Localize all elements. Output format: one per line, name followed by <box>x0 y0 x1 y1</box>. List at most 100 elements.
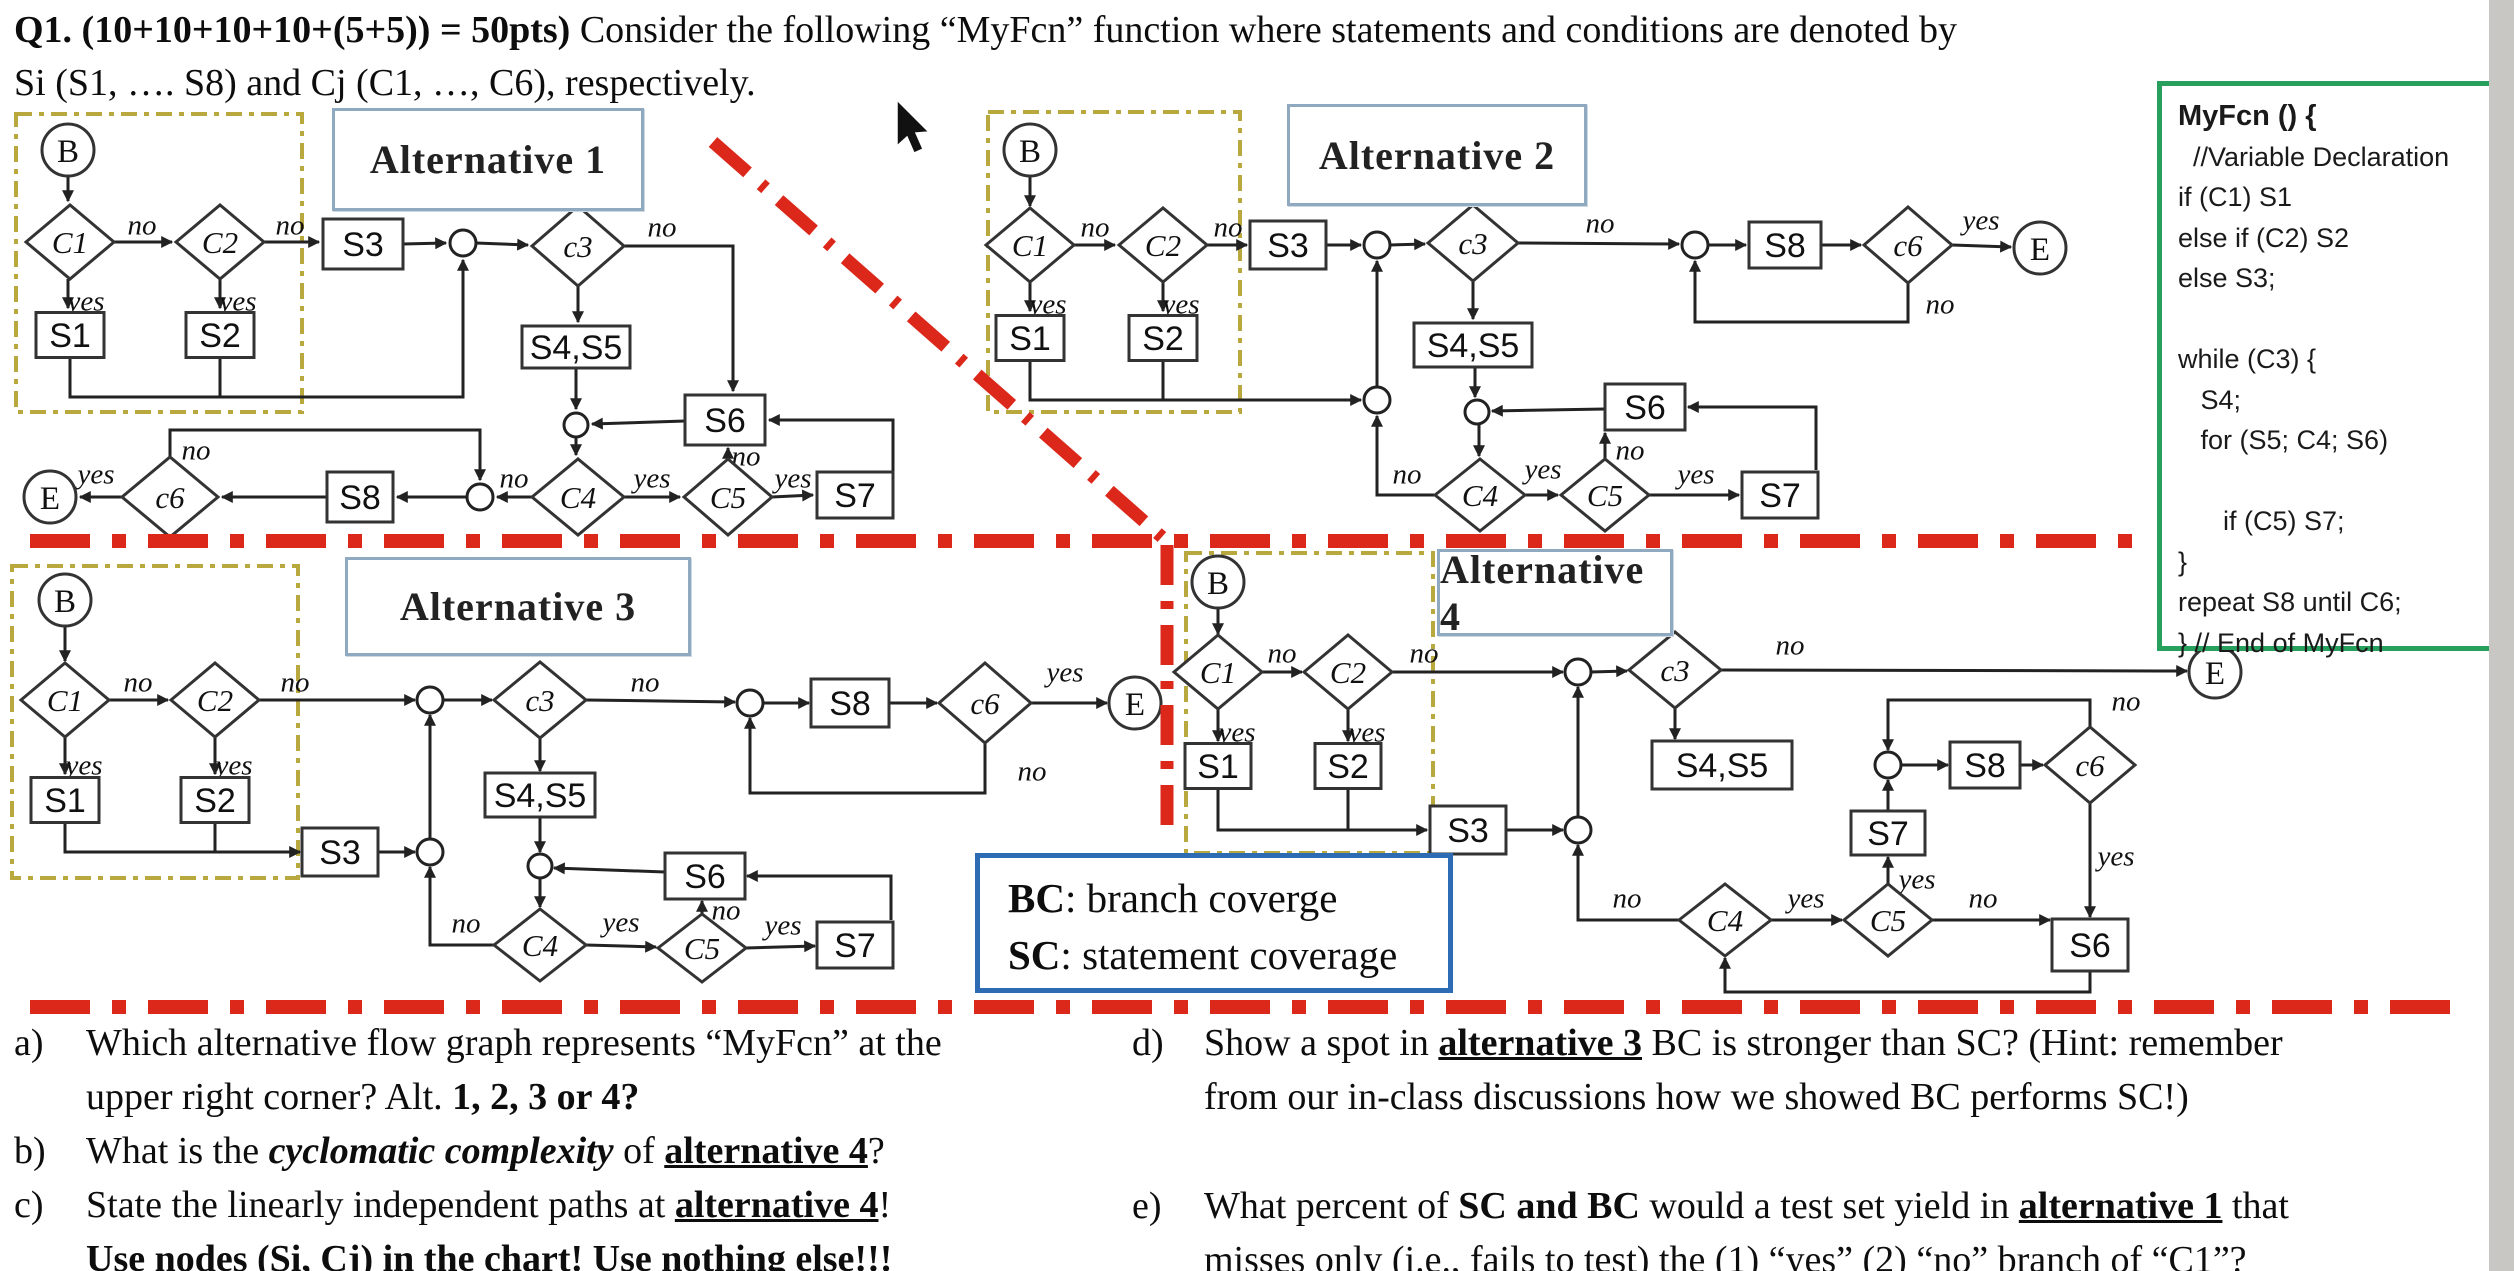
alt1-edge-label-no: no <box>648 211 677 243</box>
alt1-node-S3: S3 <box>321 217 405 271</box>
node-label: C5 <box>1587 478 1623 513</box>
decision-diamond-icon <box>983 206 1077 284</box>
process-box-icon <box>29 776 101 824</box>
question-label: c) <box>14 1184 44 1226</box>
process-box-icon <box>483 771 597 819</box>
alt2-node-C5: C5 <box>1558 457 1652 533</box>
alt2-node-j1 <box>1362 230 1392 260</box>
node-label: C4 <box>560 480 596 515</box>
node-label: c3 <box>1660 653 1689 688</box>
alt1-edge-18 <box>767 414 895 485</box>
questions-left-column: a)Which alternative flow graph represent… <box>14 1016 1109 1271</box>
alt4-edge-12 <box>1572 843 1679 922</box>
question-text: Show a spot in alternative 3 BC is stron… <box>1204 1016 2482 1124</box>
alt4-edge-21 <box>1719 956 2092 994</box>
decision-diamond-icon <box>1861 205 1955 285</box>
alt3-node-E: E <box>1107 675 1163 731</box>
alt2-node-j0 <box>1362 385 1392 415</box>
text-run: would a test set yield in <box>1639 1185 2019 1227</box>
code-line: } <box>2178 546 2188 577</box>
alt1-edge-5 <box>68 258 469 399</box>
junction-node-icon <box>448 228 478 258</box>
process-box-icon <box>1313 742 1383 790</box>
node-label: S7 <box>834 927 876 965</box>
begin-node-icon <box>1002 122 1058 178</box>
legend-line-bc: BC: branch coverge <box>1008 870 1448 927</box>
alt2-node-j4 <box>1680 230 1710 260</box>
node-label: C1 <box>1200 655 1236 690</box>
text-run: : statement coverage <box>1060 932 1398 978</box>
text-run: misses <box>1204 1239 1315 1271</box>
alt3-node-S1: S1 <box>29 776 101 824</box>
question-item-c: c) State the linearly independent paths a… <box>14 1178 1109 1271</box>
node-label: C4 <box>522 928 558 963</box>
alt1-node-j3 <box>465 482 495 512</box>
text-run: only <box>1314 1239 1383 1271</box>
question-label: a) <box>14 1022 44 1064</box>
decision-diamond-icon <box>173 203 267 281</box>
alt1-edge-label-no: no <box>128 209 157 241</box>
alt1-edge-label-no: no <box>182 434 211 466</box>
decision-diamond-icon <box>1841 882 1935 958</box>
node-label: S1 <box>44 782 86 820</box>
node-label: S4,S5 <box>494 777 587 815</box>
alt2-edge-label-no: no <box>1616 434 1645 466</box>
process-box-icon <box>1412 321 1534 369</box>
alt3-edge-5 <box>63 823 302 858</box>
process-box-icon <box>683 393 767 447</box>
alt1-edge-12 <box>590 417 686 430</box>
question-label: e) <box>1132 1185 1162 1227</box>
alt2-node-S2: S2 <box>1127 314 1199 362</box>
process-box-icon <box>1603 382 1687 432</box>
junction-node-icon <box>1563 657 1593 687</box>
alt2-edge-15 <box>1371 414 1435 497</box>
node-label: S3 <box>1447 812 1489 850</box>
node-label: S6 <box>704 402 746 440</box>
begin-node-icon <box>40 122 96 178</box>
code-line: //Variable Declaration <box>2178 141 2450 172</box>
alt1-edge-label-no: no <box>500 462 529 494</box>
process-box-icon <box>815 920 895 970</box>
coverage-legend-box: BC: branch coverge SC: statement coverag… <box>975 853 1453 993</box>
decision-diamond-icon <box>491 907 589 983</box>
alternative-4-title: Alternative 4 <box>1437 547 1673 639</box>
screen-right-edge <box>2489 0 2514 1271</box>
header-line2: Si (S1, …. S8) and Cj (C1, …, C6), respe… <box>14 62 756 104</box>
decision-diamond-icon <box>1116 206 1210 284</box>
alternative-2-title: Alternative 2 <box>1287 104 1587 206</box>
process-box-icon <box>1747 220 1823 270</box>
question-item-d: d)Show a spot in alternative 3 BC is str… <box>1132 1016 2482 1124</box>
code-line <box>2178 299 2501 340</box>
alt4-edge-19 <box>1882 698 2092 752</box>
node-label: S2 <box>1327 748 1369 786</box>
node-label: S4,S5 <box>530 329 623 367</box>
decision-diamond-icon <box>1676 882 1774 958</box>
text-run: State the linearly independent paths at <box>86 1184 675 1226</box>
alt3-node-S2: S2 <box>179 776 251 824</box>
junction-node-icon <box>1362 230 1392 260</box>
code-line: else S3; <box>2178 263 2276 293</box>
process-box-icon <box>663 851 747 901</box>
alt3-edge-16 <box>585 940 658 953</box>
text-run: SC <box>1008 932 1061 978</box>
alternative-1-title: Alternative 1 <box>332 108 644 211</box>
node-label: C1 <box>47 683 83 718</box>
alt4-edge-label-yes: yes <box>1784 882 1824 914</box>
alt4-edge-label-no: no <box>1410 637 1439 669</box>
junction-node-icon <box>1563 815 1593 845</box>
code-line: repeat S8 until C6; <box>2178 587 2402 617</box>
junction-node-icon <box>1680 230 1710 260</box>
alt1-node-C4: C4 <box>529 457 627 537</box>
alt4-edge-label-yes: yes <box>2094 840 2134 872</box>
node-label: C5 <box>1870 903 1906 938</box>
question-text: What percent of SC and BC would a test s… <box>1204 1179 2482 1271</box>
question-item-a: a)Which alternative flow graph represent… <box>14 1016 1109 1124</box>
alt3-node-S3: S3 <box>300 826 380 878</box>
alt2-edge-label-no: no <box>1081 211 1110 243</box>
alt1-node-C2: C2 <box>173 203 267 281</box>
node-label: C2 <box>202 225 238 260</box>
alt4-node-C3: c3 <box>1626 630 1724 710</box>
